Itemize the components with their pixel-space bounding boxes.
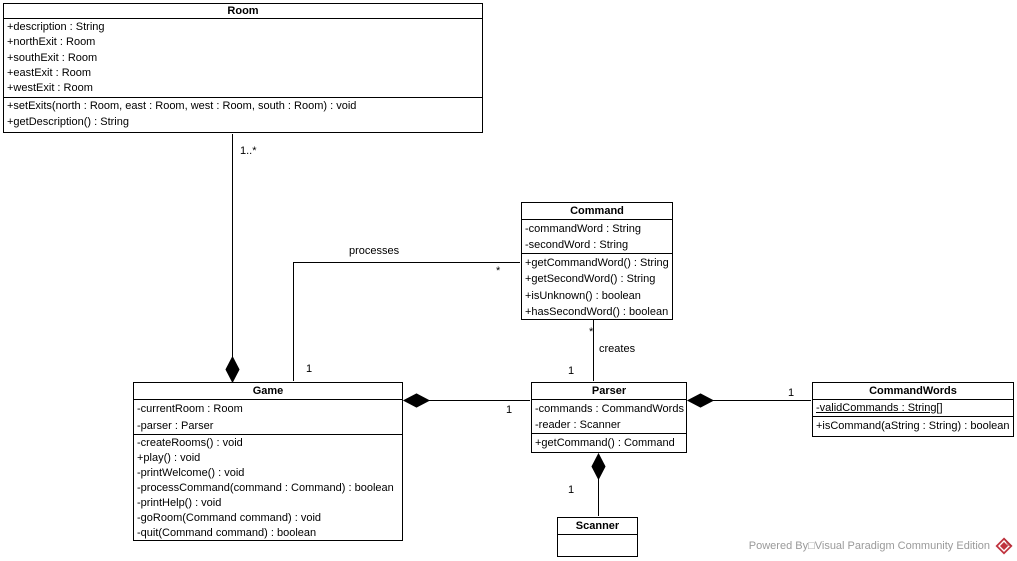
label-creates: creates bbox=[599, 343, 636, 355]
attribute-static: -validCommands : String[] bbox=[816, 402, 943, 414]
watermark-footer: Powered By□Visual Paradigm Community Edi… bbox=[749, 537, 1013, 555]
method: +getCommandWord() : String bbox=[525, 257, 669, 269]
method: -goRoom(Command command) : void bbox=[137, 512, 322, 524]
method: +hasSecondWord() : boolean bbox=[525, 305, 669, 318]
commandwords-attributes: -validCommands : String[] bbox=[813, 400, 1013, 416]
method: +getDescription() : String bbox=[7, 115, 129, 128]
game-methods: -createRooms() : void +play() : void -pr… bbox=[134, 434, 402, 540]
label-processes: processes bbox=[349, 245, 400, 257]
composition-diamond-parser-commandwords bbox=[686, 393, 715, 408]
attribute: +northExit : Room bbox=[7, 36, 96, 49]
parser-attributes: -commands : CommandWords -reader : Scann… bbox=[532, 400, 686, 433]
method: +getCommand() : Command bbox=[535, 437, 675, 449]
class-box-command[interactable]: Command -commandWord : String -secondWor… bbox=[521, 202, 673, 320]
method: +isCommand(aString : String) : boolean bbox=[816, 420, 1010, 432]
room-attributes: +description : String +northExit : Room … bbox=[4, 19, 482, 97]
class-title-commandwords: CommandWords bbox=[813, 383, 1013, 400]
attribute: -parser : Parser bbox=[137, 419, 214, 432]
multiplicity-parser-scanner: 1 bbox=[568, 484, 574, 496]
multiplicity-creates-parser-end: 1 bbox=[568, 365, 574, 377]
commandwords-methods: +isCommand(aString : String) : boolean bbox=[813, 416, 1013, 435]
parser-methods: +getCommand() : Command bbox=[532, 433, 686, 452]
attribute: -commands : CommandWords bbox=[535, 403, 684, 415]
room-methods: +setExits(north : Room, east : Room, wes… bbox=[4, 97, 482, 132]
multiplicity-parser-commandwords: 1 bbox=[788, 387, 794, 399]
class-box-commandwords[interactable]: CommandWords -validCommands : String[] +… bbox=[812, 382, 1014, 437]
multiplicity-creates-command-end: * bbox=[589, 326, 594, 338]
composition-diamond-game-room bbox=[225, 355, 240, 384]
attribute: +description : String bbox=[7, 21, 105, 33]
command-methods: +getCommandWord() : String +getSecondWor… bbox=[522, 253, 672, 319]
attribute: -secondWord : String bbox=[525, 239, 629, 251]
attribute: +southExit : Room bbox=[7, 51, 98, 64]
attribute: -commandWord : String bbox=[525, 223, 641, 235]
attribute: -currentRoom : Room bbox=[137, 403, 243, 415]
visual-paradigm-logo-icon bbox=[995, 537, 1013, 555]
method: -createRooms() : void bbox=[137, 437, 243, 449]
class-title-scanner: Scanner bbox=[558, 518, 637, 535]
method: +setExits(north : Room, east : Room, wes… bbox=[7, 100, 357, 112]
method: -printHelp() : void bbox=[137, 497, 222, 509]
game-attributes: -currentRoom : Room -parser : Parser bbox=[134, 400, 402, 434]
multiplicity-game-end: 1 bbox=[306, 363, 312, 375]
method: +getSecondWord() : String bbox=[525, 273, 656, 286]
command-attributes: -commandWord : String -secondWord : Stri… bbox=[522, 220, 672, 253]
class-box-game[interactable]: Game -currentRoom : Room -parser : Parse… bbox=[133, 382, 403, 541]
composition-diamond-parser-scanner bbox=[591, 452, 606, 481]
multiplicity-command-end: * bbox=[496, 265, 501, 277]
class-box-scanner[interactable]: Scanner bbox=[557, 517, 638, 557]
attribute: +eastExit : Room bbox=[7, 66, 92, 79]
method: +isUnknown() : boolean bbox=[525, 289, 641, 302]
class-title-parser: Parser bbox=[532, 383, 686, 400]
composition-diamond-game-parser bbox=[402, 393, 431, 408]
class-title-game: Game bbox=[134, 383, 402, 400]
class-title-room: Room bbox=[4, 4, 482, 19]
multiplicity-game-parser: 1 bbox=[506, 404, 512, 416]
attribute: +westExit : Room bbox=[7, 82, 93, 95]
class-title-command: Command bbox=[522, 203, 672, 220]
watermark-text: Powered By□Visual Paradigm Community Edi… bbox=[748, 540, 990, 552]
method: -processCommand(command : Command) : boo… bbox=[137, 482, 394, 494]
edge-game-command bbox=[293, 262, 520, 381]
scanner-attributes bbox=[558, 535, 637, 556]
class-box-parser[interactable]: Parser -commands : CommandWords -reader … bbox=[531, 382, 687, 453]
method: -quit(Command command) : boolean bbox=[137, 527, 317, 539]
multiplicity-room-game: 1..* bbox=[240, 145, 257, 157]
attribute: -reader : Scanner bbox=[535, 419, 621, 431]
class-box-room[interactable]: Room +description : String +northExit : … bbox=[3, 3, 483, 133]
method: +play() : void bbox=[137, 452, 201, 464]
method: -printWelcome() : void bbox=[137, 467, 245, 479]
